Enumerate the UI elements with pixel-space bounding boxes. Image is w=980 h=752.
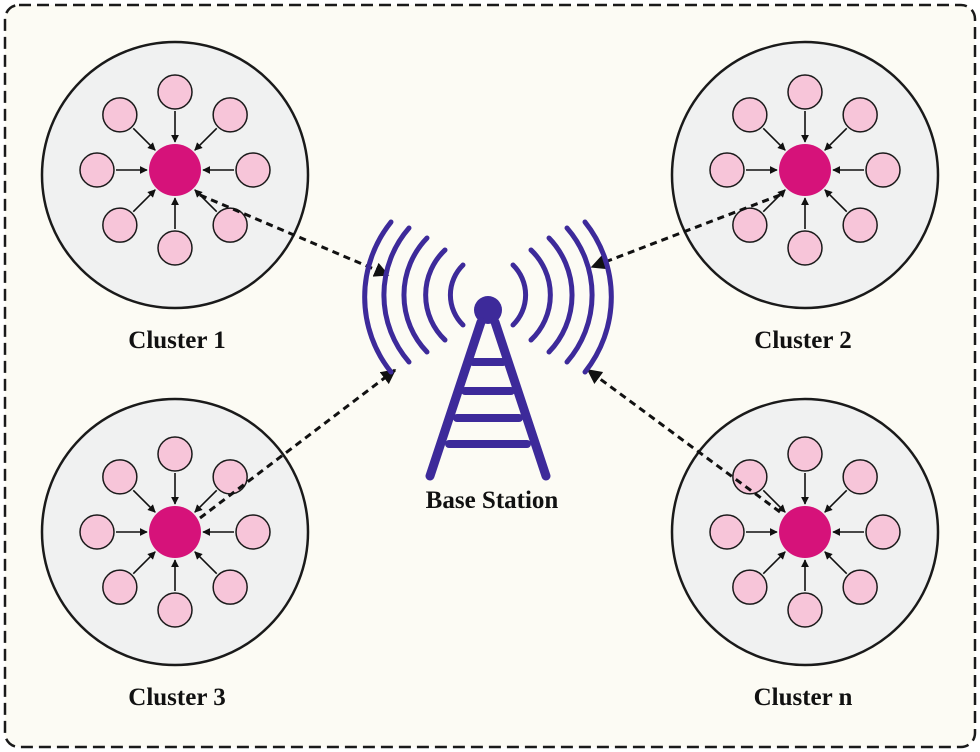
cluster-3-member-arrow [194, 489, 218, 513]
cluster-3-to-base-station-link [199, 368, 397, 520]
cluster-1-member-node [157, 74, 193, 110]
clusters-layer [40, 40, 940, 667]
cluster-2-member-node [732, 97, 768, 133]
cluster-n-group [670, 397, 940, 667]
cluster-1-member-arrow [194, 189, 218, 213]
cluster-1-member-node [157, 230, 193, 266]
cluster-1-group [40, 40, 310, 310]
cluster-2-member-node [787, 230, 823, 266]
cluster-3-head-node [149, 506, 201, 558]
cluster-n-member-node [787, 436, 823, 472]
cluster-n-member-arrow [824, 551, 848, 575]
cluster-2-member-arrow [762, 127, 786, 151]
base-station-label: Base Station [426, 487, 559, 514]
cluster-2-member-arrow [824, 127, 848, 151]
cluster-n-head-node [779, 506, 831, 558]
cluster-2-member-node [787, 74, 823, 110]
cluster-3-member-node [157, 436, 193, 472]
cluster-1-member-arrow [194, 127, 218, 151]
cluster-1-member-arrow [132, 189, 156, 213]
cluster-n-to-base-station-link [586, 368, 781, 514]
cluster-n-member-arrow [824, 489, 848, 513]
cluster-1-member-node [102, 97, 138, 133]
cluster-1-member-node [102, 207, 138, 243]
cluster-1-member-node [212, 97, 248, 133]
cluster-2-member-node [709, 152, 745, 188]
cluster-n-member-node [732, 459, 768, 495]
cluster-1-member-node [212, 207, 248, 243]
cluster-3-member-node [235, 514, 271, 550]
cluster-3-member-node [212, 459, 248, 495]
cluster-2-member-node [732, 207, 768, 243]
cluster-2-group [670, 40, 940, 310]
cluster-3-label: Cluster 3 [128, 684, 225, 711]
cluster-n-member-arrow [762, 489, 786, 513]
cluster-2-member-node [865, 152, 901, 188]
cluster-2-to-base-station-link [590, 193, 781, 270]
cluster-2-member-arrow [824, 189, 848, 213]
cluster-n-member-arrow [762, 551, 786, 575]
cluster-3-member-node [102, 569, 138, 605]
cluster-2-member-arrow [762, 189, 786, 213]
cluster-n-member-node [787, 592, 823, 628]
cluster-1-member-node [235, 152, 271, 188]
cluster-3-member-node [79, 514, 115, 550]
cluster-2-label: Cluster 2 [754, 327, 851, 354]
base-station-tower-icon [362, 219, 614, 481]
cluster-n-member-node [842, 459, 878, 495]
cluster-2-member-node [842, 207, 878, 243]
cluster-2-member-node [842, 97, 878, 133]
cluster-3-member-node [102, 459, 138, 495]
cluster-1-to-base-station-link [199, 193, 390, 277]
cluster-3-member-arrow [132, 551, 156, 575]
cluster-1-member-node [79, 152, 115, 188]
cluster-n-member-node [865, 514, 901, 550]
cluster-n-member-node [709, 514, 745, 550]
cluster-n-member-node [732, 569, 768, 605]
cluster-3-member-node [157, 592, 193, 628]
cluster-1-label: Cluster 1 [128, 327, 225, 354]
cluster-3-group [40, 397, 310, 667]
cluster-n-member-node [842, 569, 878, 605]
cluster-1-member-arrow [132, 127, 156, 151]
cluster-3-member-arrow [194, 551, 218, 575]
cluster-2-head-node [779, 144, 831, 196]
cluster-3-member-node [212, 569, 248, 605]
cluster-n-label: Cluster n [754, 684, 853, 711]
links-layer [199, 193, 781, 520]
cluster-3-member-arrow [132, 489, 156, 513]
cluster-1-head-node [149, 144, 201, 196]
